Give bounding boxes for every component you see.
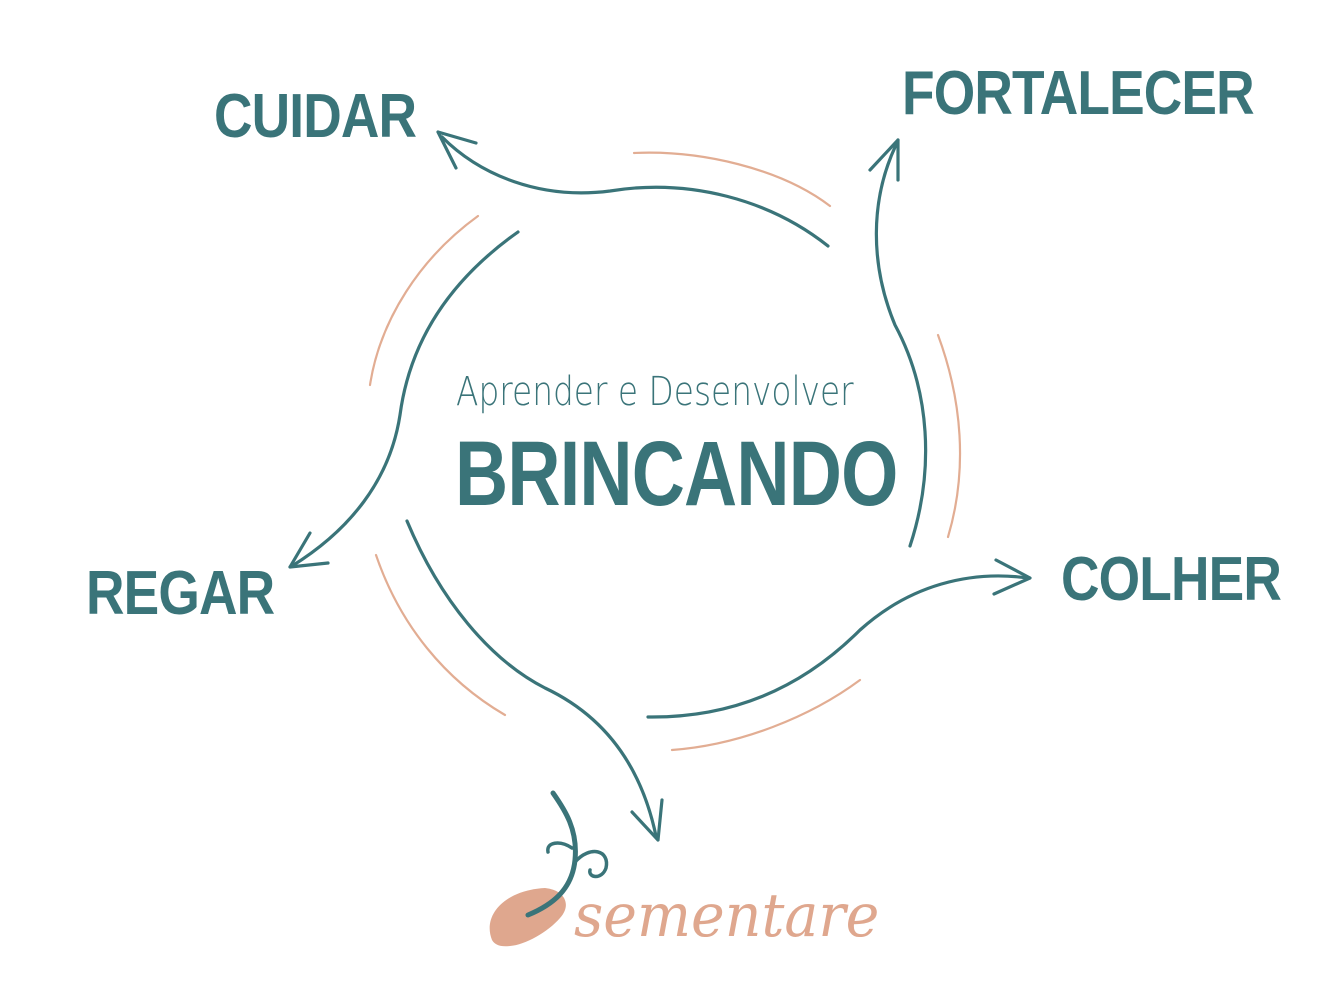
arrow-head-cuidar — [436, 130, 478, 170]
stage-label-regar: REGAR — [86, 559, 275, 628]
center-subtitle: Aprender e Desenvolver — [456, 369, 854, 415]
accent-arc-bottom — [670, 678, 862, 752]
accent-arc-right — [936, 333, 962, 539]
arrow-to-regar — [290, 230, 520, 568]
accent-arc-lower-left — [374, 553, 507, 717]
stage-label-colher: COLHER — [1061, 545, 1282, 614]
sprout-curl-left — [546, 841, 574, 854]
sprout-curl-right — [573, 849, 609, 879]
logo-wordmark: sementare — [574, 881, 880, 951]
arrow-to-cuidar — [440, 135, 830, 248]
accent-arc-upper-left — [368, 214, 480, 387]
sprout-seed-icon — [489, 790, 609, 947]
arrow-to-colher — [646, 574, 1030, 719]
arrow-to-fortalecer — [874, 143, 928, 548]
arrow-head-fortalecer — [868, 138, 900, 182]
arrow-to-logo — [405, 519, 658, 838]
accent-arc-top — [632, 151, 832, 208]
arrow-head-regar — [288, 531, 330, 569]
arrow-head-colher — [992, 558, 1032, 596]
arrow-head-logo — [630, 798, 664, 842]
stage-label-cuidar: CUIDAR — [214, 82, 417, 151]
center-title: BRINCANDO — [455, 423, 898, 525]
stage-label-fortalecer: FORTALECER — [902, 59, 1255, 128]
